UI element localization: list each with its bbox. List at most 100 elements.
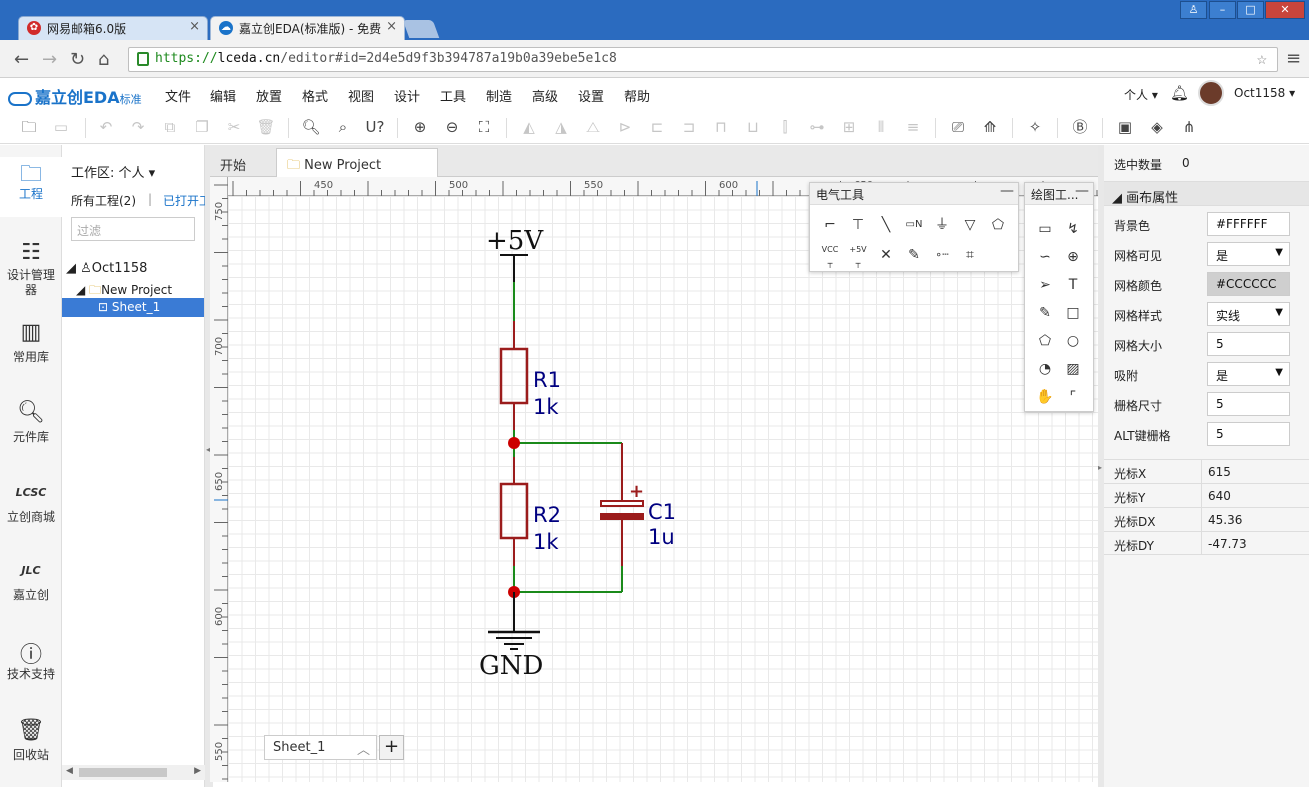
vcc-tool-icon[interactable]: VCC┬ xyxy=(821,245,839,268)
bus-tool-icon[interactable]: ⊤ xyxy=(851,217,865,233)
text-tool-icon[interactable]: T xyxy=(1068,277,1078,293)
opened-projects-link[interactable]: 已打开工 xyxy=(163,194,212,208)
save-icon[interactable]: ▭ xyxy=(53,118,69,136)
menu-place[interactable]: 放置 xyxy=(256,90,283,105)
picture-icon[interactable]: ▣ xyxy=(1117,118,1133,136)
flip-h-icon[interactable]: ⧍ xyxy=(586,118,600,136)
undo-icon[interactable]: ↶ xyxy=(99,118,113,136)
tree-user[interactable]: ◢ ♙Oct1158 xyxy=(66,261,148,276)
resistor-r1[interactable]: R1 1k xyxy=(499,321,561,430)
nav-design-manager[interactable]: ☷设计管理器 xyxy=(0,240,62,298)
minimize-panel-icon[interactable]: — xyxy=(1000,183,1014,199)
arc-icon[interactable]: ∽ xyxy=(1039,249,1051,265)
find-list-icon[interactable]: ⌕ xyxy=(338,118,348,136)
new-tab-button[interactable] xyxy=(402,20,440,38)
menu-advanced[interactable]: 高级 xyxy=(532,90,559,105)
share-icon[interactable]: ⋔ xyxy=(1182,118,1196,136)
grid-visible-select[interactable]: 是 xyxy=(1207,242,1290,266)
net-flag-gnd-icon[interactable]: ⏚ xyxy=(935,217,949,233)
align-left-icon[interactable]: ⊏ xyxy=(650,118,664,136)
scroll-thumb[interactable] xyxy=(79,768,167,777)
bookmark-star-icon[interactable]: ☆ xyxy=(1256,49,1267,69)
gnd-power-symbol[interactable]: GND xyxy=(479,592,543,681)
rotate-icon[interactable]: ◭ xyxy=(523,118,535,136)
tab-new-project[interactable]: 🗀 New Project xyxy=(276,148,438,177)
image-icon[interactable]: ▨ xyxy=(1066,361,1080,377)
menu-help[interactable]: 帮助 xyxy=(624,90,651,105)
minimize-icon[interactable]: – xyxy=(1209,1,1236,19)
canvas-properties-header[interactable]: ◢ 画布属性 xyxy=(1104,181,1309,206)
schematic-drawing[interactable]: +5V R1 1k R2 1k xyxy=(228,196,1098,782)
scroll-left-icon[interactable]: ◀ xyxy=(66,766,73,776)
cut-icon[interactable]: ✂ xyxy=(227,118,241,136)
alt-snap-input[interactable]: 5 xyxy=(1207,422,1290,446)
capacitor-c1[interactable]: + C1 1u xyxy=(600,443,676,566)
pie-icon[interactable]: ⊕ xyxy=(1067,249,1079,265)
polygon-icon[interactable]: ⬠ xyxy=(1038,333,1052,349)
menu-settings[interactable]: 设置 xyxy=(578,90,605,105)
probe-icon[interactable]: ✎ xyxy=(908,247,920,263)
rotate-ccw-icon[interactable]: ◮ xyxy=(555,118,567,136)
snap-size-input[interactable]: 5 xyxy=(1207,392,1290,416)
align-grid-icon[interactable]: ⊞ xyxy=(842,118,856,136)
schematic-canvas[interactable]: +5V R1 1k R2 1k xyxy=(228,196,1098,782)
ellipse-arc-icon[interactable]: ◔ xyxy=(1038,361,1052,377)
collapse-right-icon[interactable]: ▸ xyxy=(1098,463,1103,472)
delete-icon[interactable]: 🗑︎ xyxy=(256,118,276,136)
bom-icon[interactable]: Ⓑ xyxy=(1072,118,1088,136)
arrow-icon[interactable]: ➢ xyxy=(1039,277,1051,293)
pencil-icon[interactable]: ✎ xyxy=(1039,305,1051,321)
grid-color-input[interactable]: #CCCCCC xyxy=(1207,272,1290,296)
home-icon[interactable]: ⌂ xyxy=(98,49,110,70)
zoom-in-icon[interactable]: ⊕ xyxy=(413,118,427,136)
magic-wand-icon[interactable]: ✧ xyxy=(1028,118,1042,136)
ground-icon[interactable]: ▽ xyxy=(964,217,976,233)
anchor-point-icon[interactable]: ⌜ xyxy=(1069,389,1077,405)
sheet-tab[interactable]: Sheet_1︿ xyxy=(264,735,377,760)
grid-style-select[interactable]: 实线 xyxy=(1207,302,1290,326)
horizontal-scrollbar[interactable]: ◀ ▶ xyxy=(62,765,205,780)
url-input[interactable]: https://lceda.cn/editor#id=2d4e5d9f3b394… xyxy=(128,47,1278,72)
tab-start[interactable]: 开始 xyxy=(220,159,247,174)
reload-icon[interactable]: ↻ xyxy=(70,49,86,70)
net-port-icon[interactable]: ⬠ xyxy=(991,217,1005,233)
tree-sheet[interactable]: ⊡ Sheet_1 xyxy=(62,298,204,317)
scroll-right-icon[interactable]: ▶ xyxy=(194,766,201,776)
net-label-icon[interactable]: ▭N xyxy=(905,219,923,230)
circle-icon[interactable]: ○ xyxy=(1066,333,1080,349)
menu-icon[interactable]: ≡ xyxy=(1286,48,1302,69)
menu-edit[interactable]: 编辑 xyxy=(210,90,237,105)
plus5v-tool-icon[interactable]: +5V┬ xyxy=(849,245,867,268)
browser-tab-netease[interactable]: ✿ 网易邮箱6.0版 × xyxy=(18,16,208,40)
distribute-h-icon[interactable]: ⫴ xyxy=(877,118,885,136)
nav-project[interactable]: 🗀工程 xyxy=(0,157,62,217)
layers-icon[interactable]: ◈ xyxy=(1151,118,1163,136)
filter-input[interactable]: 过滤 xyxy=(71,217,195,241)
zoom-out-icon[interactable]: ⊖ xyxy=(445,118,459,136)
personal-dropdown[interactable]: 个人 ▾ xyxy=(1124,88,1158,102)
no-connect-icon[interactable]: ✕ xyxy=(880,247,892,263)
right-splitter[interactable]: ▸ xyxy=(1098,145,1104,787)
workspace-dropdown[interactable]: 工作区: 个人 ▾ xyxy=(71,166,156,181)
chevron-up-icon[interactable]: ︿ xyxy=(356,743,370,758)
window-close-icon[interactable]: ✕ xyxy=(1265,1,1305,19)
menu-tools[interactable]: 工具 xyxy=(440,90,467,105)
snap-select[interactable]: 是 xyxy=(1207,362,1290,386)
background-color-input[interactable]: #FFFFFF xyxy=(1207,212,1290,236)
paste-icon[interactable]: ❐ xyxy=(195,118,209,136)
tree-project[interactable]: ◢ 🗀New Project xyxy=(76,283,173,297)
redo-icon[interactable]: ↷ xyxy=(131,118,145,136)
align-center-h-icon[interactable]: ⫿ xyxy=(782,118,788,136)
bezier-zigzag-icon[interactable]: ↯ xyxy=(1067,221,1079,237)
forward-icon[interactable]: → xyxy=(42,49,58,70)
user-dropdown[interactable]: Oct1158 ▾ xyxy=(1234,86,1296,100)
user-window-icon[interactable]: ♙ xyxy=(1180,1,1207,19)
minimize-panel-icon[interactable]: — xyxy=(1075,183,1089,199)
menu-format[interactable]: 格式 xyxy=(302,90,329,105)
align-right-icon[interactable]: ⊐ xyxy=(682,118,696,136)
wire-tool-icon[interactable]: ⌐ xyxy=(824,217,836,233)
collapse-left-icon[interactable]: ◂ xyxy=(206,445,211,454)
